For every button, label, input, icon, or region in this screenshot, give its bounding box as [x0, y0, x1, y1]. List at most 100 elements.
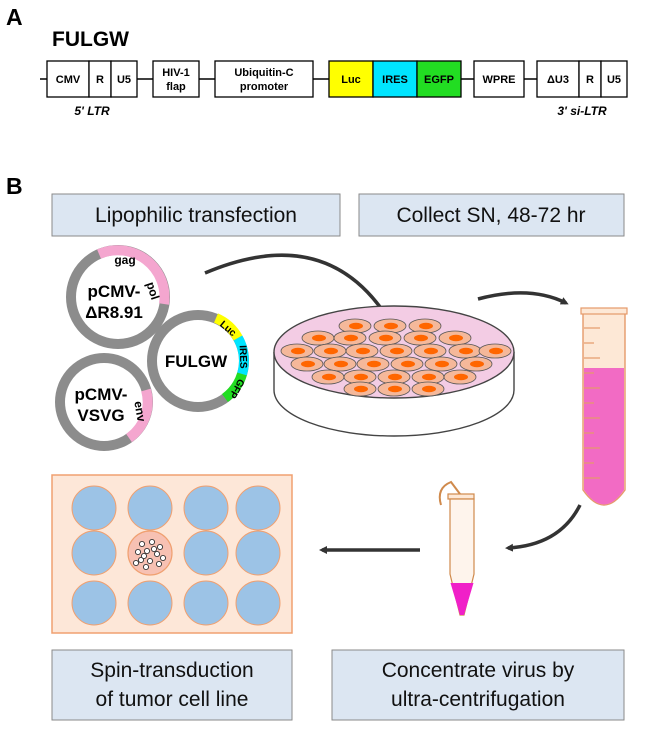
cell-nucleus [390, 347, 404, 355]
well [127, 580, 173, 626]
microcentrifuge-tube [438, 480, 475, 616]
plasmid-packaging-gene-arc [97, 245, 170, 305]
ltr3-label: 3' si-LTR [557, 104, 607, 118]
tumor-cell [146, 557, 154, 565]
cell-nucleus [414, 334, 428, 342]
tube-cap-rim [580, 307, 628, 315]
dish-cells [280, 318, 512, 397]
conical-tube [580, 307, 628, 506]
segment-delta-u3-label: ΔU3 [547, 74, 569, 86]
plasmid-envelope-name-line2: VSVG [77, 406, 124, 425]
well [71, 530, 117, 576]
cell-nucleus [312, 334, 326, 342]
cell-nucleus [449, 334, 463, 342]
ltr3-label-italic: si-LTR [570, 104, 607, 118]
step-transfection-text: Lipophilic transfection [95, 204, 297, 227]
segment-ubc-line2: promoter [240, 81, 289, 93]
well [71, 485, 117, 531]
segment-egfp-label: EGFP [424, 74, 454, 86]
segment-u5-3-label: U5 [607, 74, 621, 86]
cell-nucleus [422, 385, 436, 393]
segment-u5-5 [110, 60, 138, 98]
microtube-pellet [450, 583, 474, 615]
tube-graduations [584, 327, 600, 479]
vector-title: FULGW [52, 28, 129, 51]
cell-nucleus [489, 347, 503, 355]
segment-ires [372, 60, 418, 98]
arrow-dish-to-tube [477, 291, 569, 305]
plasmid-transfer-luc-arc [213, 313, 243, 341]
cell-nucleus [291, 347, 305, 355]
plasmid-packaging: gag pol pCMV- ΔR8.91 [66, 245, 170, 349]
segment-u5-3 [600, 60, 628, 98]
cell-nucleus [388, 385, 402, 393]
step-box-transfection [51, 193, 341, 237]
well [235, 530, 281, 576]
gene-env-label: env [131, 400, 148, 423]
cell-nucleus [349, 322, 363, 330]
cell-nucleus [354, 373, 368, 381]
ltr3-label-prefix: 3' [557, 104, 570, 118]
cell-nucleus [344, 334, 358, 342]
cell-nucleus [424, 347, 438, 355]
panel-b-letter: B [6, 173, 23, 199]
well [235, 580, 281, 626]
segment-r-3-label: R [586, 74, 594, 86]
well [71, 580, 117, 626]
plasmid-transfer: Luc IRES GFP FULGW [147, 310, 249, 412]
microtube-rim [447, 493, 475, 500]
step-box-spin [51, 649, 293, 721]
segment-wpre [473, 60, 525, 98]
tumor-cell [137, 556, 145, 564]
segment-u5-5-label: U5 [117, 74, 131, 86]
cell-nucleus [419, 322, 433, 330]
cell-nucleus [324, 347, 338, 355]
segment-cmv-label: CMV [56, 74, 81, 86]
culture-dish [273, 305, 515, 437]
segment-luc-label: Luc [341, 74, 361, 86]
step-collect-text: Collect SN, 48-72 hr [396, 204, 585, 227]
tumor-cell [150, 545, 158, 553]
cell-nucleus [354, 385, 368, 393]
cell-nucleus [401, 360, 415, 368]
plasmid-transfer-name: FULGW [165, 352, 228, 371]
cell-nucleus [379, 334, 393, 342]
well [183, 485, 229, 531]
gene-gag-label: gag [114, 253, 135, 267]
microtube-lid [438, 480, 461, 506]
step-concentrate-line1: Concentrate virus by [382, 659, 575, 682]
cell-nucleus [470, 360, 484, 368]
arrow-tube-to-microtube [505, 504, 582, 552]
ltr5-label: 5' LTR [74, 104, 110, 118]
cell-nucleus [322, 373, 336, 381]
tumor-cell [155, 560, 163, 568]
tumor-cell [159, 554, 167, 562]
cell-nucleus [367, 360, 381, 368]
tube-media [584, 368, 624, 505]
panel-a-letter: A [6, 4, 23, 30]
segment-hiv-flap [152, 60, 200, 98]
gene-pol-label: pol [143, 280, 162, 301]
segment-r-5-label: R [96, 74, 104, 86]
segment-ubc-promoter [214, 60, 314, 98]
gene-ires-label: IRES [237, 345, 249, 369]
well [183, 530, 229, 576]
well [127, 485, 173, 531]
well-plate [51, 474, 293, 634]
tumor-cell [140, 552, 148, 560]
plasmid-packaging-name-line2: ΔR8.91 [85, 303, 143, 322]
segment-ires-label: IRES [382, 74, 408, 86]
cell-nucleus [334, 360, 348, 368]
step-concentrate-line2: ultra-centrifugation [391, 688, 565, 711]
ltr5-block: CMV R U5 [46, 60, 138, 98]
step-box-collect [358, 193, 625, 237]
cell-nucleus [422, 373, 436, 381]
arrow-plasmids-to-dish [204, 253, 394, 328]
cell-nucleus [388, 373, 402, 381]
plasmid-envelope-name-line1: pCMV- [75, 385, 128, 404]
plasmid-packaging-name-line1: pCMV- [88, 282, 141, 301]
tumor-cell [156, 543, 164, 551]
tumor-cell [148, 538, 156, 546]
segment-hiv-flap-line2: flap [166, 81, 186, 93]
